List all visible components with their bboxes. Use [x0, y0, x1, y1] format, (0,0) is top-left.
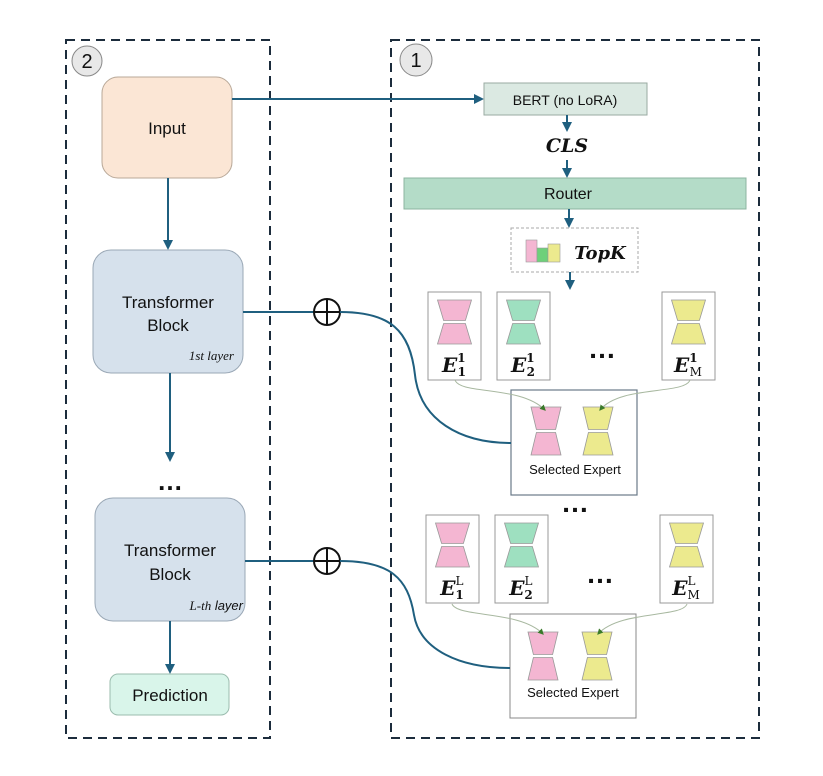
expert-icon-upper — [436, 299, 473, 321]
expert-icon-lower — [670, 323, 707, 345]
expert-icon-lower — [503, 546, 540, 568]
layer1-select-arrow-1 — [454, 379, 546, 411]
expert-base: E — [441, 353, 458, 377]
add-operator-icon-1 — [313, 298, 341, 326]
block1-title-line2: Block — [147, 316, 189, 335]
adder1-to-selected-curve — [339, 311, 512, 444]
selected-expert-yellow-lower — [581, 657, 613, 681]
between-layers-ellipsis: … — [561, 487, 589, 518]
layers-ellipsis: … — [157, 466, 183, 496]
topk-label: TopK — [574, 243, 627, 264]
expert-base: E — [439, 576, 456, 600]
selected-expert-pink-lower — [530, 432, 562, 456]
panel-1-badge: 1 — [399, 43, 433, 77]
expert-subscript: M — [687, 588, 699, 602]
bert-label: BERT (no LoRA) — [513, 92, 618, 108]
panel-2-badge: 2 — [71, 45, 103, 77]
blockL-layer-label: L-th layer — [189, 598, 244, 613]
router-node: Router — [403, 177, 747, 210]
blockL-layer-suffix: layer — [211, 598, 243, 613]
bar-chart-icon — [525, 239, 561, 263]
expert-base: E — [671, 576, 688, 600]
blockL-title-line2: Block — [149, 565, 191, 584]
expert-icon-upper — [668, 522, 705, 544]
add-operator-icon-L — [313, 547, 341, 575]
expert-subscript: 1 — [455, 588, 463, 602]
layerL-selected-label: Selected Expert — [527, 685, 619, 700]
expert-icon-lower — [505, 323, 542, 345]
expert-base: E — [673, 353, 690, 377]
router-label: Router — [544, 186, 593, 203]
expert-subscript: 2 — [527, 365, 535, 379]
transformer-block-L: Transformer Block L-th layer — [94, 497, 246, 622]
expert-superscript: 1 — [526, 351, 534, 365]
layer1-selected-label: Selected Expert — [529, 462, 621, 477]
layerL-selected-expert: Selected Expert — [509, 613, 637, 719]
selected-expert-pink-upper — [530, 406, 562, 430]
expert-icon-upper — [434, 522, 471, 544]
prediction-node: Prediction — [109, 673, 230, 716]
panel-2-border — [65, 39, 271, 739]
layer1-experts-ellipsis: … — [588, 333, 616, 364]
input-node: Input — [101, 76, 233, 179]
expert-icon-upper — [503, 522, 540, 544]
expert-subscript: M — [690, 365, 702, 379]
expert-subscript: 1 — [458, 365, 466, 379]
selected-expert-yellow-upper — [581, 631, 613, 655]
blockL-layer-prefix: L-th — [189, 598, 212, 613]
panel-1-border — [390, 39, 760, 739]
input-label: Input — [148, 119, 186, 138]
layer1-selected-expert: Selected Expert — [510, 389, 638, 496]
panel-1-badge-text: 1 — [410, 50, 421, 72]
block1-title-line1: Transformer — [122, 293, 214, 312]
expert-subscript: 2 — [524, 588, 532, 602]
panel-2-badge-text: 2 — [81, 51, 92, 73]
expert-icon-upper — [505, 299, 542, 321]
expert-superscript: L — [455, 574, 463, 588]
layerL-experts-ellipsis: … — [586, 558, 614, 589]
prediction-label: Prediction — [132, 686, 208, 705]
block1-layer-label: 1st layer — [189, 348, 235, 363]
cls-label: CLS — [546, 135, 588, 157]
expert-superscript: 1 — [457, 351, 465, 365]
selected-expert-yellow-upper — [582, 406, 614, 430]
expert-base: E — [510, 353, 527, 377]
expert-icon-lower — [436, 323, 473, 345]
adderL-to-selected-curve — [339, 560, 511, 669]
topk-node: TopK — [510, 227, 639, 273]
layerL-select-arrow-1 — [451, 603, 544, 635]
expert-superscript: L — [524, 574, 532, 588]
expert-icon-lower — [668, 546, 705, 568]
bert-node: BERT (no LoRA) — [483, 82, 648, 116]
selected-expert-pink-lower — [527, 657, 559, 681]
expert-superscript: 1 — [689, 351, 697, 365]
selected-expert-yellow-lower — [582, 432, 614, 456]
layer1-select-arrow-M — [599, 379, 691, 411]
layerL-select-arrow-M — [597, 603, 688, 635]
blockL-title-line1: Transformer — [124, 541, 216, 560]
expert-base: E — [508, 576, 525, 600]
selected-expert-pink-upper — [527, 631, 559, 655]
expert-superscript: L — [687, 574, 695, 588]
expert-icon-lower — [434, 546, 471, 568]
expert-icon-upper — [670, 299, 707, 321]
transformer-block-1: Transformer Block 1st layer — [92, 249, 244, 374]
